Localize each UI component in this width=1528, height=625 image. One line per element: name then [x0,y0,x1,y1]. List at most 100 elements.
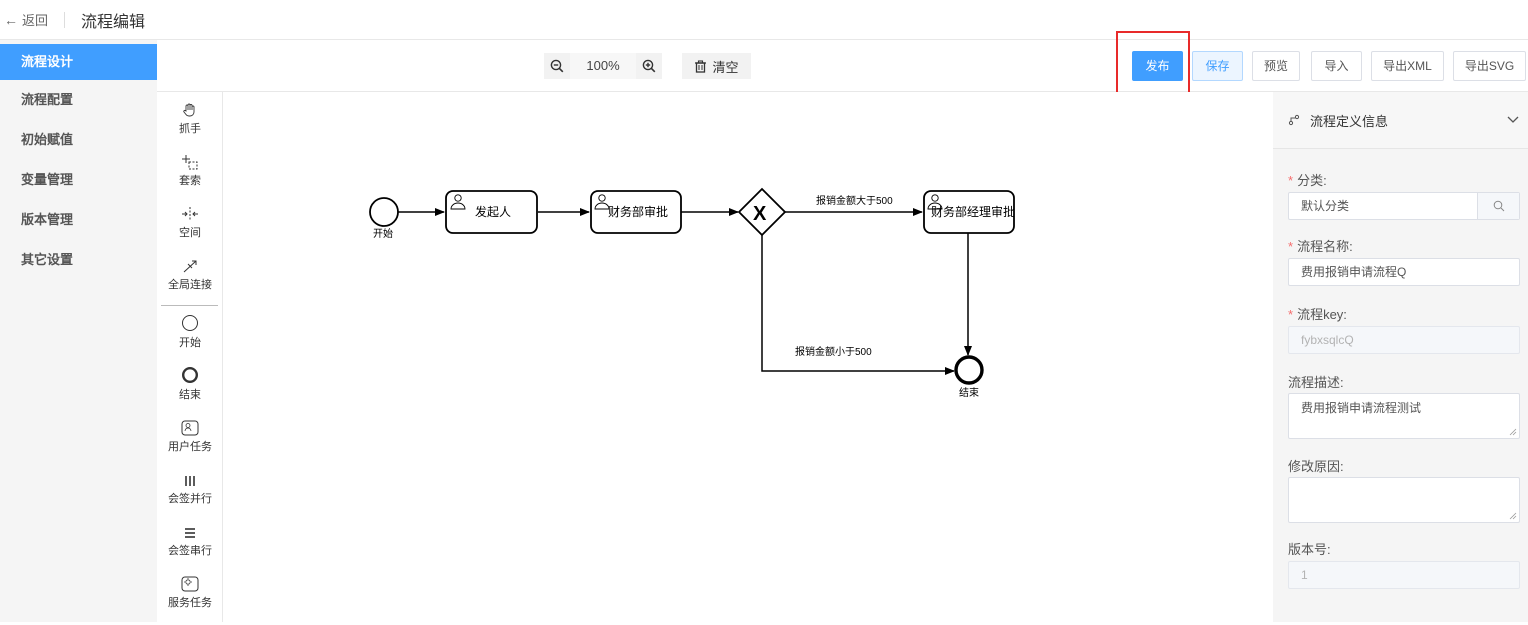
end-event-label: 结束 [959,386,979,399]
diagram-canvas[interactable]: 报销金额大于500 报销金额小于500 开始 发起人 财务部审批 [223,92,1273,622]
user-icon [927,194,943,210]
process-desc-textarea[interactable]: 费用报销申请流程测试 [1288,393,1520,439]
panel-title: 流程定义信息 [1310,113,1389,129]
space-icon [182,207,198,221]
end-event-icon [181,366,199,384]
start-event-label: 开始 [373,227,393,240]
tool-palette: 抓手 套索 空间 全局连接 开始 结束 [157,92,223,622]
palette-hand-label: 抓手 [179,123,201,135]
palette-hand-tool[interactable]: 抓手 [157,100,223,136]
palette-lasso-tool[interactable]: 套索 [157,152,223,188]
palette-end-event[interactable]: 结束 [157,366,223,402]
flow-gateway-to-end[interactable] [761,234,955,375]
palette-user-task[interactable]: 用户任务 [157,418,223,454]
start-event-icon [182,315,198,331]
task-initiator-label: 发起人 [475,204,511,219]
user-icon [594,194,610,210]
user-task-icon [181,420,199,436]
palette-parallel-label: 会签并行 [168,493,212,505]
arrow-left-icon: ← [4,11,18,28]
palette-serial-label: 会签串行 [168,545,212,557]
resize-handle-icon[interactable] [1509,512,1517,520]
gateway-symbol: X [753,203,767,225]
category-value: 默认分类 [1301,199,1350,213]
palette-divider [161,305,218,306]
zoom-out-button[interactable] [544,53,570,79]
palette-parallel-multi[interactable]: 会签并行 [157,470,223,506]
palette-connect-label: 全局连接 [168,279,212,291]
change-reason-label: 修改原因: [1288,459,1344,474]
hand-icon [183,103,195,117]
header-divider [64,11,66,28]
palette-start-event[interactable]: 开始 [157,314,223,350]
lasso-icon [182,155,198,170]
process-desc-value: 费用报销申请流程测试 [1301,401,1422,415]
task-manager-label: 财务部经理审批 [931,204,1015,219]
flow-label-lt500: 报销金额小于500 [795,345,872,358]
publish-button[interactable]: 发布 [1132,51,1183,81]
exclusive-gateway[interactable] [737,187,787,237]
palette-user-task-label: 用户任务 [168,441,212,453]
process-name-label: *流程名称: [1288,239,1353,254]
process-name-input[interactable]: 费用报销申请流程Q [1288,258,1520,286]
sidebar-item-other-settings[interactable]: 其它设置 [21,252,74,267]
start-event[interactable] [369,197,399,227]
export-svg-button[interactable]: 导出SVG [1453,51,1526,81]
flow-label-gt500: 报销金额大于500 [816,194,893,207]
sidebar-item-variables[interactable]: 变量管理 [21,172,74,187]
import-button[interactable]: 导入 [1311,51,1362,81]
zoom-out-icon [550,59,564,73]
back-label: 返回 [22,13,49,28]
preview-button[interactable]: 预览 [1252,51,1300,81]
serial-icon [185,528,195,538]
zoom-in-icon [642,59,656,73]
end-event[interactable] [954,355,984,385]
palette-serial-multi[interactable]: 会签串行 [157,522,223,558]
editor-toolbar: 100% 清空 发布 保存 预览 导入 导出XML 导出SVG [157,31,1528,99]
sidebar-item-flow-design[interactable]: 流程设计 [0,44,157,80]
panel-header[interactable]: 流程定义信息 [1273,92,1528,149]
zoom-in-button[interactable] [636,53,662,79]
zoom-level: 100% [570,53,636,79]
sidebar: 流程设计 流程配置 初始赋值 变量管理 版本管理 其它设置 [0,40,157,622]
search-icon [1493,200,1504,212]
category-search-button[interactable] [1477,193,1519,219]
change-reason-textarea[interactable] [1288,477,1520,523]
resize-handle-icon[interactable] [1509,428,1517,436]
bpmn-diagram: 报销金额大于500 报销金额小于500 开始 发起人 财务部审批 [369,187,1015,399]
palette-space-label: 空间 [179,227,201,239]
sidebar-item-versions[interactable]: 版本管理 [21,212,74,227]
sidebar-item-initial-values[interactable]: 初始赋值 [21,132,74,147]
parallel-icon [185,476,195,486]
clear-button[interactable]: 清空 [682,53,751,79]
trash-icon [695,59,707,73]
task-finance-label: 财务部审批 [608,204,668,219]
back-button[interactable]: ← 返回 [0,10,48,29]
version-input[interactable]: 1 [1288,561,1520,589]
chevron-down-icon[interactable] [1506,112,1520,126]
palette-global-connect-tool[interactable]: 全局连接 [157,256,223,292]
process-key-label: *流程key: [1288,307,1347,322]
clear-label: 清空 [712,59,739,75]
sidebar-item-flow-config[interactable]: 流程配置 [21,92,74,107]
page-title: 流程编辑 [81,13,146,31]
process-info-icon [1288,114,1300,126]
export-xml-button[interactable]: 导出XML [1371,51,1444,81]
service-task-icon [181,576,199,592]
top-header: ← 返回 流程编辑 [0,0,1528,40]
properties-panel: 流程定义信息 *分类: 默认分类 *流程名称: 费用报销申请流程Q *流程key… [1273,92,1528,622]
palette-service-task-label: 服务任务 [168,597,212,609]
task-finance-approval[interactable] [590,190,682,234]
process-desc-label: 流程描述: [1288,375,1344,390]
category-label: *分类: [1288,173,1327,188]
process-key-input[interactable]: fybxsqlcQ [1288,326,1520,354]
palette-space-tool[interactable]: 空间 [157,204,223,240]
task-initiator[interactable] [445,190,538,234]
category-field[interactable]: 默认分类 [1288,192,1520,220]
zoom-controls: 100% [544,53,662,79]
save-button[interactable]: 保存 [1192,51,1243,81]
task-manager-approval[interactable] [923,190,1015,234]
version-label: 版本号: [1288,542,1331,557]
palette-lasso-label: 套索 [179,175,201,187]
palette-service-task[interactable]: 服务任务 [157,574,223,610]
